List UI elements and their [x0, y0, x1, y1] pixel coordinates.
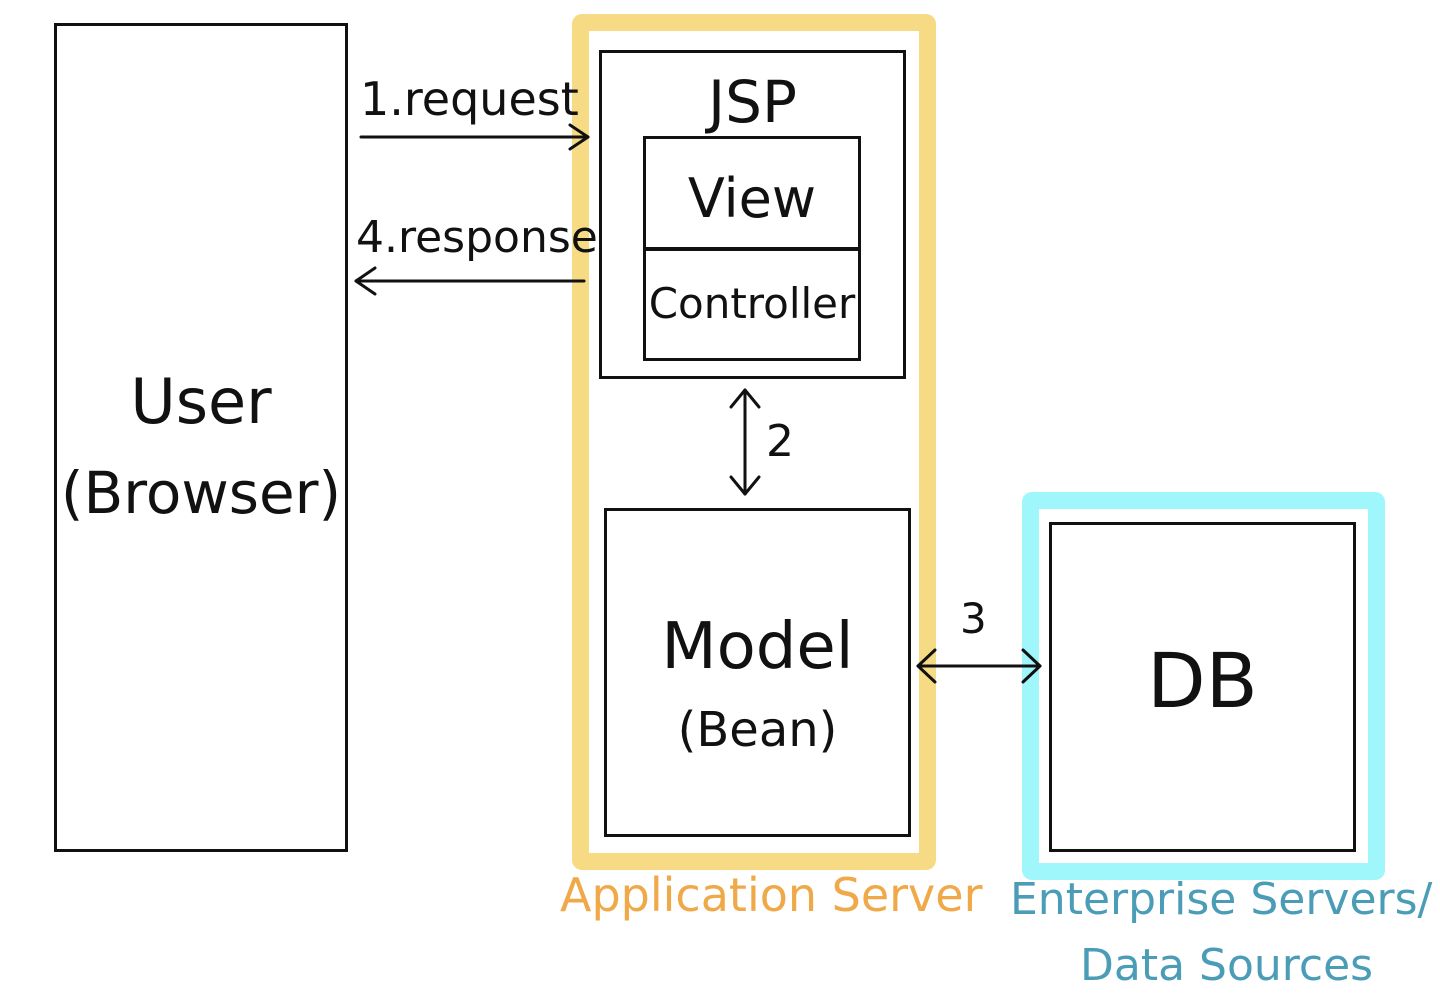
response-label: 4.response	[356, 212, 598, 263]
application-server-label: Application Server	[560, 868, 983, 922]
response-arrow	[354, 266, 586, 296]
controller-box: Controller	[643, 248, 861, 361]
model-subtitle: (Bean)	[677, 702, 838, 758]
application-server-frame	[572, 14, 936, 870]
db-title: DB	[1147, 636, 1258, 725]
request-arrow	[359, 123, 590, 151]
model-title: Model	[661, 610, 854, 684]
jsp-title: JSP	[708, 68, 797, 136]
enterprise-label-line2: Data Sources	[1080, 940, 1374, 991]
step2-arrow	[729, 388, 761, 496]
user-subtitle: (Browser)	[60, 459, 342, 527]
step2-label: 2	[766, 416, 794, 467]
view-box: View	[643, 136, 861, 250]
step3-label: 3	[960, 594, 987, 643]
view-title: View	[687, 167, 817, 230]
request-label: 1.request	[360, 72, 579, 126]
user-title: User	[130, 365, 272, 438]
step3-arrow	[916, 648, 1042, 684]
controller-title: Controller	[648, 279, 856, 328]
model-box: Model (Bean)	[604, 508, 911, 837]
user-browser-box: User (Browser)	[54, 23, 348, 852]
db-box: DB	[1049, 522, 1356, 852]
enterprise-servers-frame	[1022, 492, 1385, 880]
enterprise-label-line1: Enterprise Servers/	[1010, 874, 1433, 925]
